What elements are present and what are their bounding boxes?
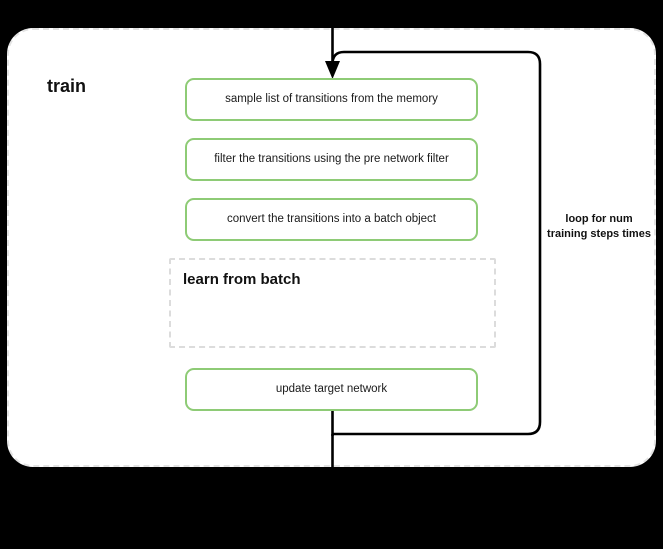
step-box-sample[interactable]: sample list of transitions from the memo…	[185, 78, 478, 121]
step-box-convert[interactable]: convert the transitions into a batch obj…	[185, 198, 478, 241]
step-box-update-target-network[interactable]: update target network	[185, 368, 478, 411]
step-box-filter[interactable]: filter the transitions using the pre net…	[185, 138, 478, 181]
step-label-filter: filter the transitions using the pre net…	[214, 152, 449, 165]
loop-caption: loop for num training steps times	[547, 213, 651, 240]
step-label-update: update target network	[275, 382, 388, 395]
train-title: train	[47, 76, 87, 96]
learn-from-batch-block[interactable]: learn from batch	[169, 258, 496, 348]
step-label-sample: sample list of transitions from the memo…	[225, 92, 438, 105]
step-label-convert: convert the transitions into a batch obj…	[226, 212, 437, 225]
learn-from-batch-title: learn from batch	[183, 271, 301, 288]
